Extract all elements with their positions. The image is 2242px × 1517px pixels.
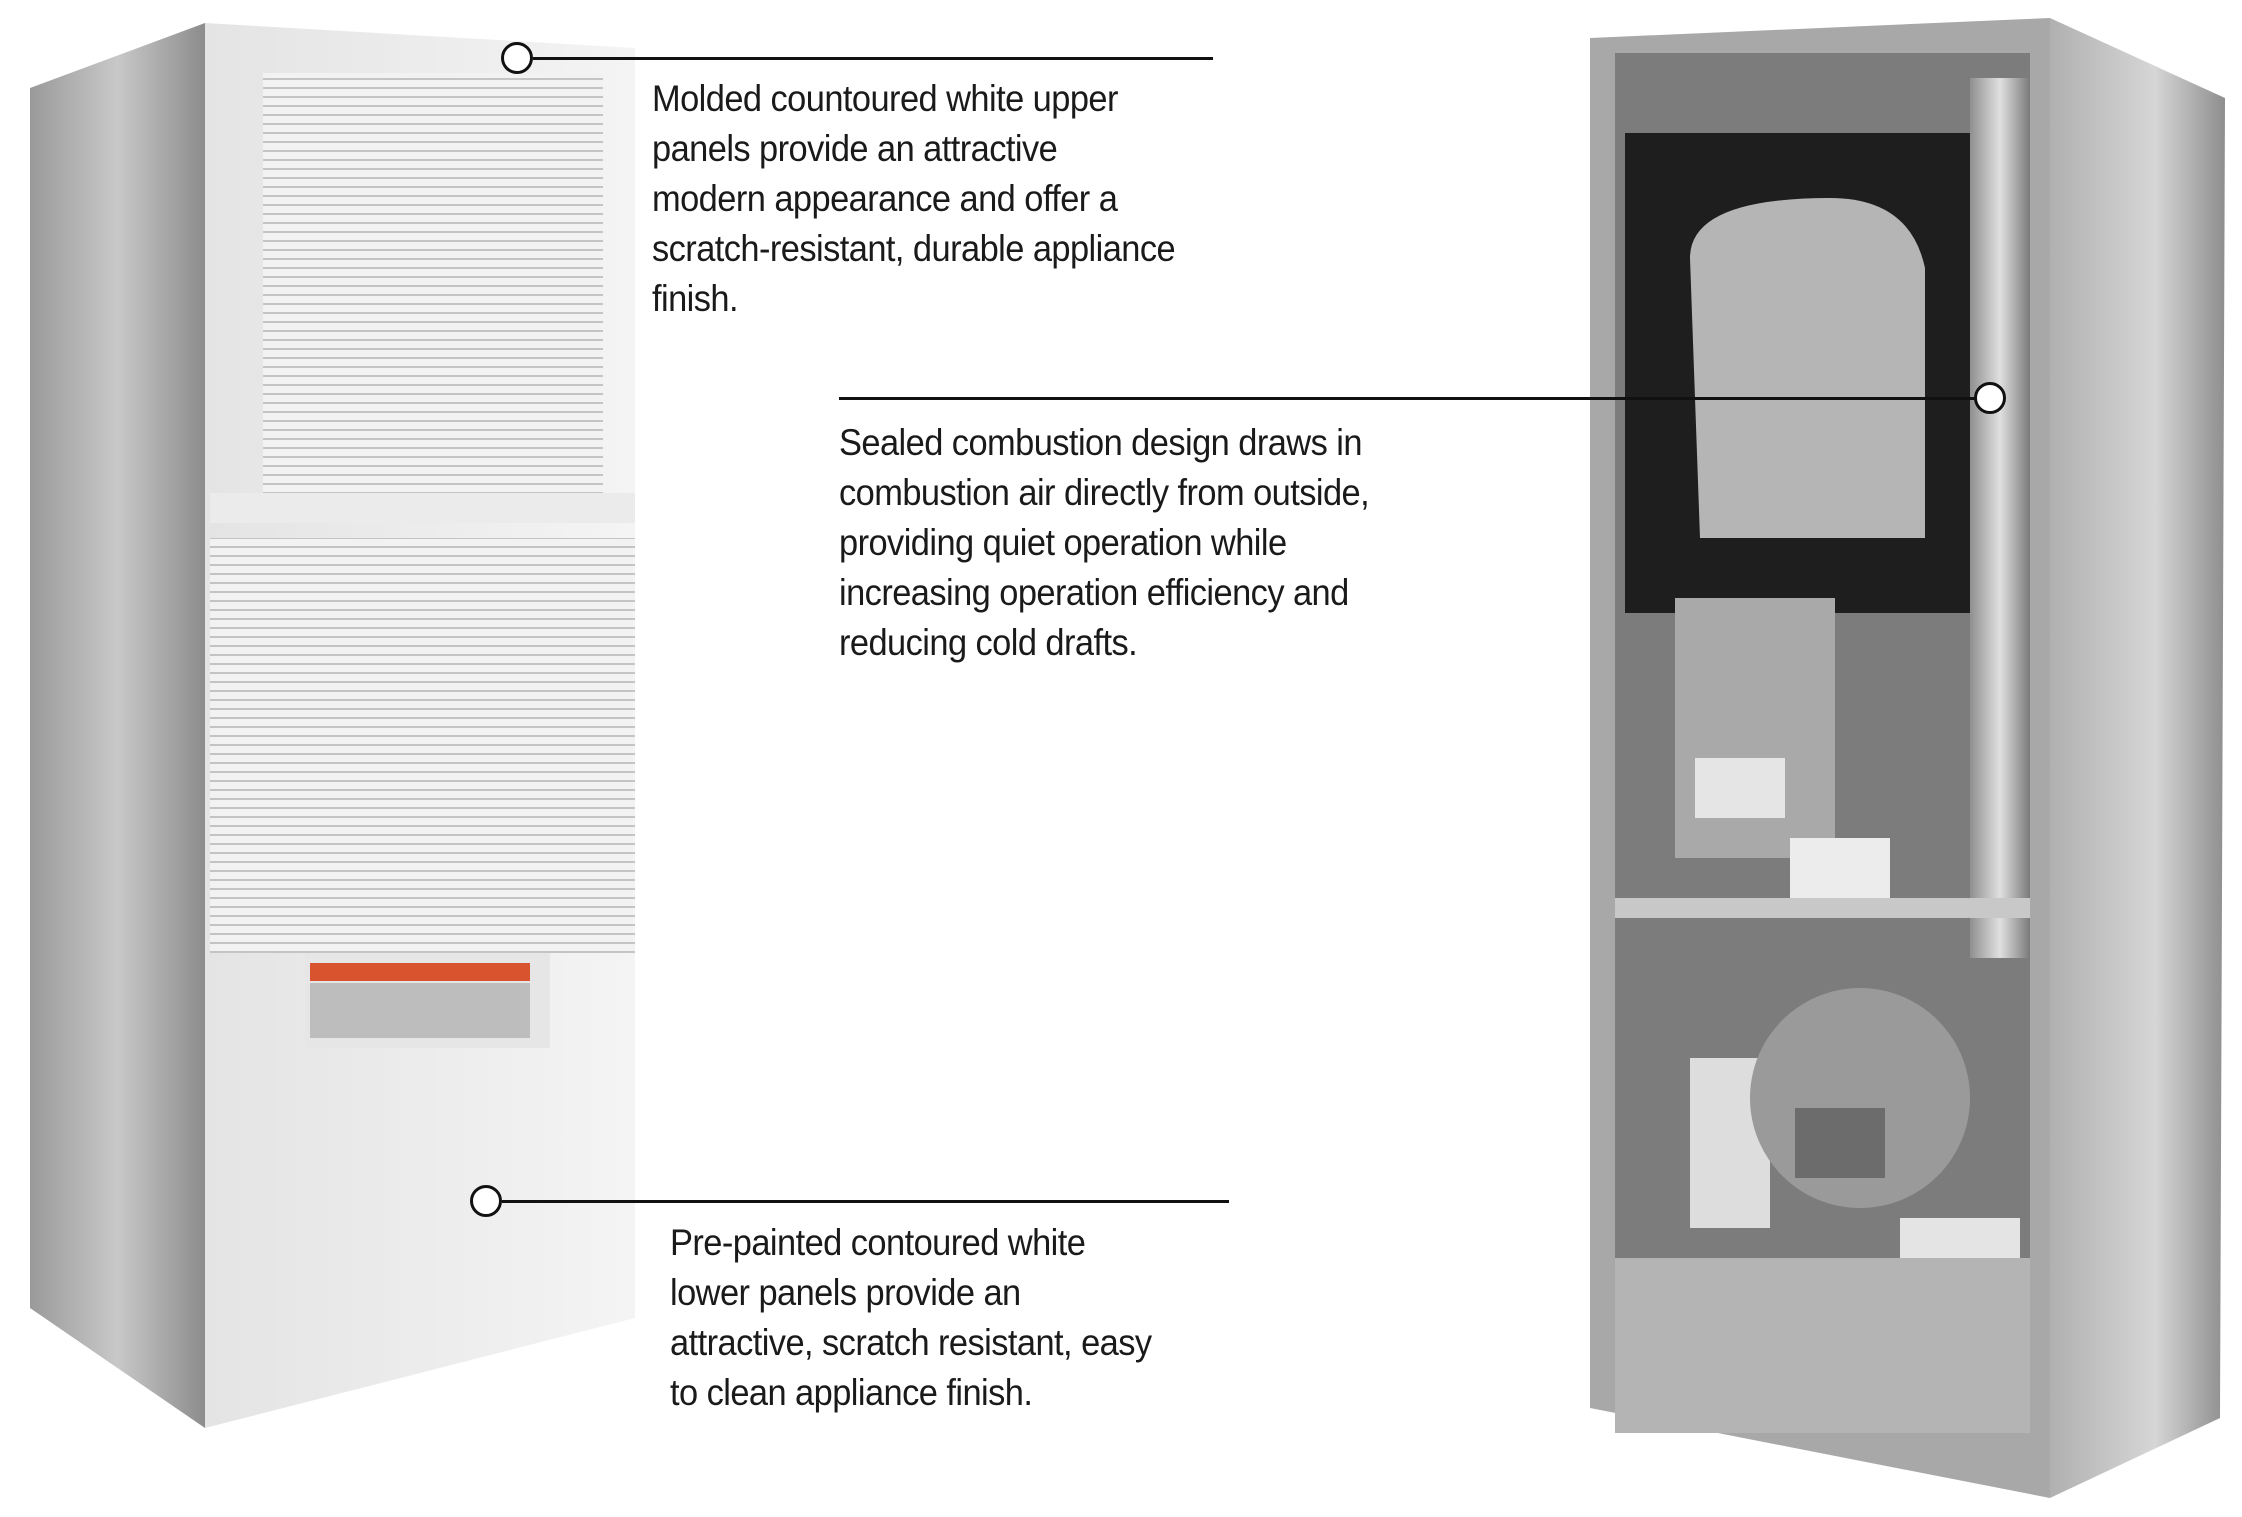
- callout-3-marker: [470, 1185, 502, 1217]
- callout-line: combustion air directly from outside,: [839, 472, 1370, 513]
- callout-1-marker: [501, 42, 533, 74]
- callout-line: Pre-painted contoured white: [670, 1222, 1086, 1263]
- callout-line: scratch-resistant, durable appliance: [652, 228, 1176, 269]
- callout-line: providing quiet operation while: [839, 522, 1287, 563]
- callout-line: reducing cold drafts.: [839, 622, 1138, 663]
- callout-line: lower panels provide an: [670, 1272, 1021, 1313]
- callout-line: finish.: [652, 278, 739, 319]
- callout-line: to clean appliance finish.: [670, 1372, 1033, 1413]
- furnace-closed-image: [30, 23, 635, 1428]
- callout-2-leader-line: [839, 397, 1975, 400]
- callout-lower-panels: Pre-painted contoured white lower panels…: [670, 1218, 1152, 1418]
- callout-sealed-combustion: Sealed combustion design draws in combus…: [839, 418, 1370, 668]
- callout-2-marker: [1974, 382, 2006, 414]
- callout-line: Sealed combustion design draws in: [839, 422, 1362, 463]
- callout-3-leader-line: [502, 1200, 1229, 1203]
- callout-line: Molded countoured white upper: [652, 78, 1118, 119]
- callout-line: attractive, scratch resistant, easy: [670, 1322, 1152, 1363]
- callout-line: panels provide an attractive: [652, 128, 1058, 169]
- furnace-open-image: [1590, 18, 2225, 1498]
- callout-upper-panels: Molded countoured white upper panels pro…: [652, 74, 1176, 324]
- callout-1-leader-line: [533, 57, 1213, 60]
- callout-line: increasing operation efficiency and: [839, 572, 1349, 613]
- callout-line: modern appearance and offer a: [652, 178, 1118, 219]
